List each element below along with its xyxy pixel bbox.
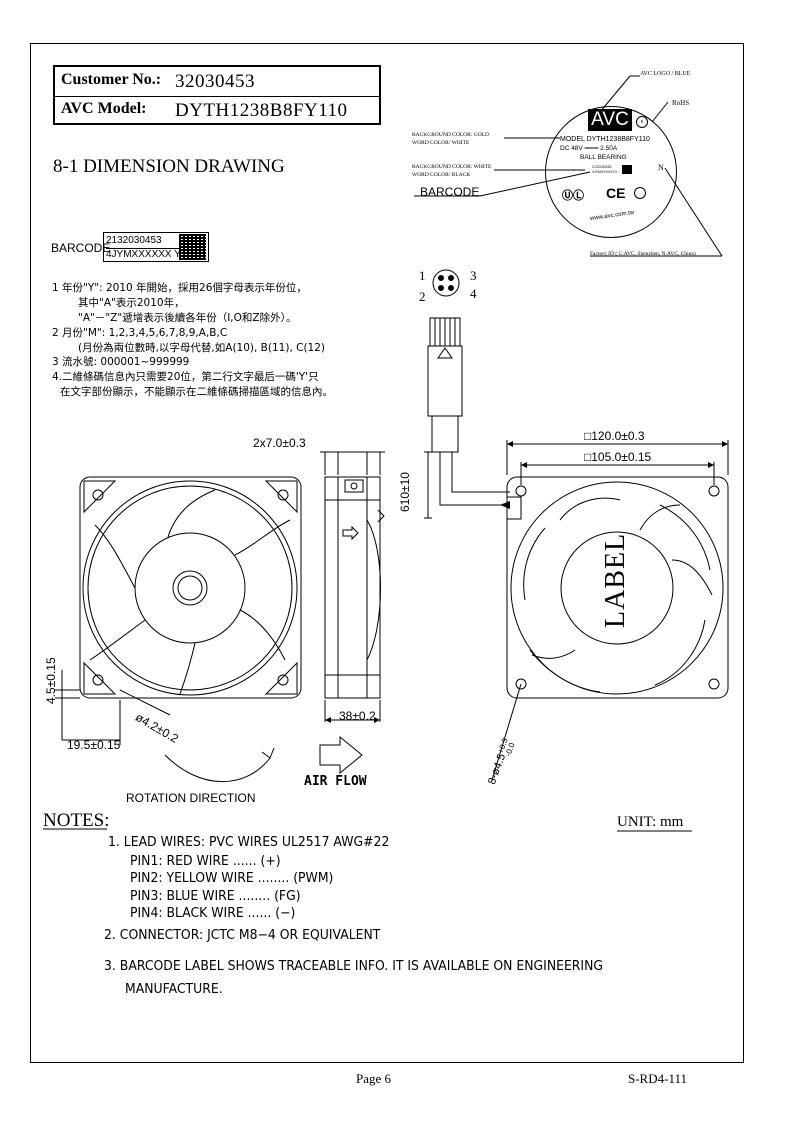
barcode-note-2b: (月份為兩位數時,以字母代替,如A(10), B(11), C(12)	[78, 342, 326, 354]
air-flow-arrow	[319, 735, 363, 775]
front-fan-frame	[79, 476, 302, 699]
callout-word-white: WORD COLOR: WHITE	[412, 140, 470, 146]
barcode-box: 2132030453 4JYMXXXXXX Y	[103, 232, 209, 262]
leader-factory-id	[664, 167, 723, 257]
label-qr-icon	[622, 165, 632, 174]
label-bearing-line: BALL BEARING	[580, 154, 627, 161]
rotation-text: ROTATION DIRECTION	[126, 791, 256, 805]
header-table: Customer No.: 32030453 AVC Model: DYTH12…	[53, 65, 381, 125]
pin-label-2: 2	[419, 289, 426, 304]
note-connector: 2. CONNECTOR: JCTC M8−4 OR EQUIVALENT	[104, 927, 381, 943]
dim-hole-pitch: 2x7.0±0.3	[253, 436, 306, 450]
back-fan-frame	[506, 476, 729, 699]
dim-cable-length: 610±10	[398, 472, 412, 512]
model-value: DYTH1238B8FY110	[175, 100, 348, 121]
ul-mark-icon: ⓊⓁ	[562, 190, 584, 202]
note-barcode-label: 3. BARCODE LABEL SHOWS TRACEABLE INFO. I…	[104, 958, 604, 974]
connector-body	[427, 345, 463, 417]
label-factory-letter: N	[658, 163, 664, 172]
barcode-title: BARCODE	[51, 241, 111, 255]
barcode-note-1: 1 年份"Y": 2010 年開始，採用26個字母表示年份位，	[52, 282, 307, 294]
model-row: AVC Model: DYTH1238B8FY110	[55, 96, 379, 125]
side-view-frame	[324, 476, 381, 699]
qr-code-icon	[179, 234, 206, 260]
note-pin4: PIN4: BLACK WIRE ...... (−)	[130, 905, 296, 921]
callout-bg-white: BACKGROUND COLOR: WHITE	[412, 164, 492, 170]
callout-factory-id: Factory ID ( C:AVC, Shenzhen, N:AVC, Chi…	[590, 251, 696, 257]
pin-label-3: 3	[470, 268, 477, 283]
callout-rohs: RoHS	[672, 99, 690, 107]
note-pin2: PIN2: YELLOW WIRE ........ (PWM)	[130, 870, 334, 886]
doc-code: S-RD4-111	[628, 1071, 687, 1086]
barcode-note-3: 3 流水號: 000001~999999	[52, 356, 190, 368]
callout-word-black: WORD COLOR: BLACK	[412, 172, 471, 178]
air-flow-text: AIR FLOW	[304, 774, 367, 789]
rotation-arrow	[164, 754, 271, 783]
barcode-note-4: 4.二維條碼信息內只需要20位，第二行文字最后一碼'Y'只	[52, 371, 319, 383]
note-pin3: PIN3: BLUE WIRE ........ (FG)	[130, 888, 301, 904]
model-label: AVC Model:	[61, 100, 147, 117]
label-dc-line: DC 48V ═══ 2.50A	[560, 145, 618, 152]
avc-logo: AVC	[588, 109, 632, 131]
front-fan-hub	[134, 532, 246, 644]
back-fan-hub	[560, 531, 674, 645]
callout-bg-gold: BACKGROUND COLOR: GOLD	[412, 132, 490, 138]
rohs-icon: R	[636, 116, 648, 128]
leader-avc-logo	[599, 75, 631, 113]
pin-label-4: 4	[470, 286, 477, 301]
barcode-line1: 2132030453	[106, 235, 162, 246]
tuv-mark-icon	[634, 187, 646, 199]
customer-row: Customer No.: 32030453	[55, 67, 379, 97]
label-circle: AVC R MODEL DYTH1238B8FY110 DC 48V ═══ 2…	[545, 106, 677, 238]
dim-hole-spacing: □105.0±0.15	[584, 450, 652, 464]
page-border	[30, 43, 744, 1063]
notes-heading: NOTES:	[43, 810, 110, 831]
dim-corner-horizontal: 19.5±0.15	[67, 738, 121, 752]
unit-label: UNIT: mm	[617, 814, 684, 830]
page-number: Page 6	[356, 1071, 392, 1086]
callout-avc-logo: AVC LOGO / BLUE	[640, 71, 691, 77]
note-lead-wires: 1. LEAD WIRES: PVC WIRES UL2517 AWG#22	[108, 834, 390, 850]
label-barcode-text2: 4JYMXXXXXXY	[592, 170, 618, 174]
label-text: LABEL	[600, 532, 631, 628]
ce-mark-icon: CE	[606, 185, 626, 201]
barcode-note-1c: "A"－"Z"遞增表示後續各年份（I,O和Z除外）。	[78, 312, 297, 324]
dim-outer-size: □120.0±0.3	[584, 429, 645, 443]
barcode-note-4b: 在文字部份顯示，不能顯示在二維條碼掃描區域的信息內。	[60, 386, 333, 398]
dim-depth: 38±0.2	[339, 709, 376, 723]
barcode-note-2: 2 月份"M": 1,2,3,4,5,6,7,8,9,A,B,C	[52, 327, 228, 339]
dim-corner-vertical: 4.5±0.15	[44, 657, 58, 704]
label-barcode-text1: 2132030453	[592, 165, 612, 169]
customer-no-label: Customer No.:	[61, 71, 162, 88]
section-title: 8-1 DIMENSION DRAWING	[53, 156, 285, 177]
label-model-line: MODEL DYTH1238B8FY110	[560, 136, 650, 143]
barcode-note-1b: 其中"A"表示2010年，	[78, 297, 185, 309]
note-manufacture: MANUFACTURE.	[125, 981, 223, 997]
barcode-line2: 4JYMXXXXXX Y	[106, 248, 181, 260]
connector-face	[432, 269, 460, 297]
customer-no-value: 32030453	[175, 71, 255, 92]
note-pin1: PIN1: RED WIRE ...... (+)	[130, 853, 281, 869]
pin-label-1: 1	[419, 268, 426, 283]
